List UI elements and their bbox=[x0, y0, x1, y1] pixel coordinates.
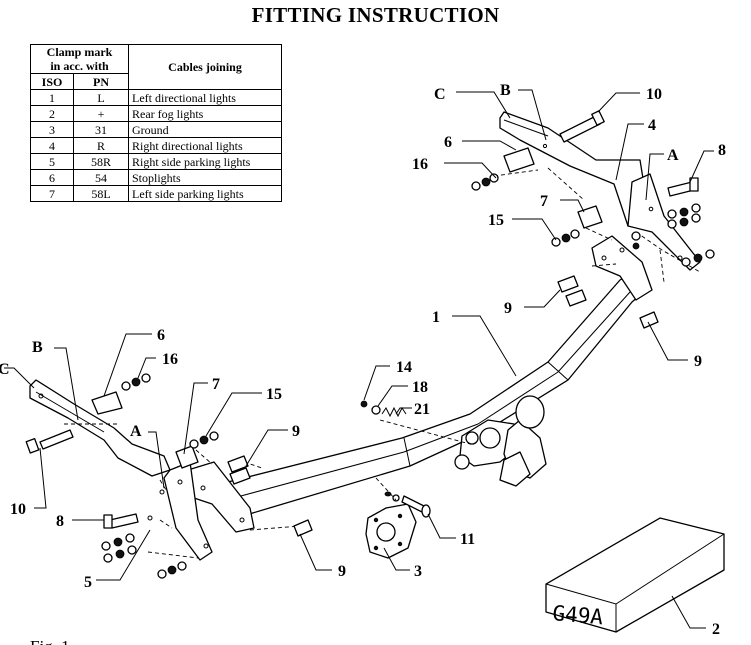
label-r-9a: 9 bbox=[504, 300, 512, 317]
clamp-mark-header: Clamp mark in acc. with bbox=[30, 44, 129, 74]
box-code-label: G49A bbox=[552, 601, 605, 629]
pn-cell: 58L bbox=[73, 185, 129, 202]
main-crossbar-part-1 bbox=[219, 267, 651, 519]
label-l-A: A bbox=[130, 423, 142, 440]
spacer-6-right bbox=[503, 147, 535, 173]
bolt-part-11 bbox=[384, 491, 431, 518]
label-part-11: 11 bbox=[460, 531, 475, 548]
box-part-2 bbox=[545, 517, 725, 633]
cable-desc-cell: Left side parking lights bbox=[128, 185, 282, 202]
towball-assembly bbox=[454, 395, 547, 487]
label-l-10: 10 bbox=[10, 501, 26, 518]
label-r-A: A bbox=[667, 147, 679, 164]
clamp-mark-header-line2: in acc. with bbox=[50, 59, 109, 73]
socket-plate-part-3 bbox=[365, 503, 417, 559]
label-part-1: 1 bbox=[432, 309, 440, 326]
label-r-16: 16 bbox=[412, 156, 428, 173]
right-end-plate bbox=[591, 235, 653, 301]
label-r-B: B bbox=[500, 82, 511, 99]
label-part-3: 3 bbox=[414, 563, 422, 580]
label-r-15: 15 bbox=[488, 212, 504, 229]
pn-cell: 31 bbox=[73, 121, 129, 138]
callout-labels: C B 10 6 16 4 A 8 7 15 9 9 1 C B 6 16 7 … bbox=[0, 82, 726, 638]
left-bracket bbox=[29, 379, 213, 561]
label-l-7: 7 bbox=[212, 376, 220, 393]
label-r-7: 7 bbox=[540, 193, 548, 210]
left-end-plate bbox=[187, 461, 255, 533]
left-hardware bbox=[25, 373, 313, 579]
label-l-B: B bbox=[32, 339, 43, 356]
page-title: FITTING INSTRUCTION bbox=[251, 3, 500, 27]
figure-caption: Fig. 1 bbox=[30, 637, 70, 645]
label-r-6: 6 bbox=[444, 134, 452, 151]
cable-desc-cell: Stoplights bbox=[128, 169, 282, 186]
cable-desc-cell: Right directional lights bbox=[128, 137, 282, 154]
label-part-18: 18 bbox=[412, 379, 428, 396]
label-part-21: 21 bbox=[414, 401, 430, 418]
spacer-7-right bbox=[577, 205, 603, 229]
cable-desc-cell: Ground bbox=[128, 121, 282, 138]
label-l-16: 16 bbox=[162, 351, 178, 368]
label-r-9b: 9 bbox=[694, 353, 702, 370]
label-l-C: C bbox=[0, 361, 10, 378]
label-part-2: 2 bbox=[712, 621, 720, 638]
label-l-6: 6 bbox=[157, 327, 165, 344]
label-l-8: 8 bbox=[56, 513, 64, 530]
cable-desc-cell: Right side parking lights bbox=[128, 153, 282, 170]
label-r-4: 4 bbox=[648, 117, 656, 134]
right-hardware bbox=[471, 110, 715, 329]
pn-header: PN bbox=[73, 73, 129, 90]
label-r-C: C bbox=[434, 86, 446, 103]
leader-lines bbox=[4, 89, 714, 629]
label-r-10: 10 bbox=[646, 86, 662, 103]
iso-cell: 7 bbox=[30, 185, 74, 202]
clamp-mark-table: Clamp mark in acc. with Cables joining I… bbox=[30, 44, 282, 202]
clamp-mark-header-line1: Clamp mark bbox=[46, 45, 113, 59]
label-l-5: 5 bbox=[84, 574, 92, 591]
cables-joining-header: Cables joining bbox=[128, 44, 282, 90]
label-l-9b: 9 bbox=[338, 563, 346, 580]
label-r-8: 8 bbox=[718, 142, 726, 159]
assembly-dashed-lines bbox=[64, 167, 701, 559]
label-l-9a: 9 bbox=[292, 423, 300, 440]
label-part-14: 14 bbox=[396, 359, 412, 376]
label-l-15: 15 bbox=[266, 386, 282, 403]
pn-cell: 54 bbox=[73, 169, 129, 186]
